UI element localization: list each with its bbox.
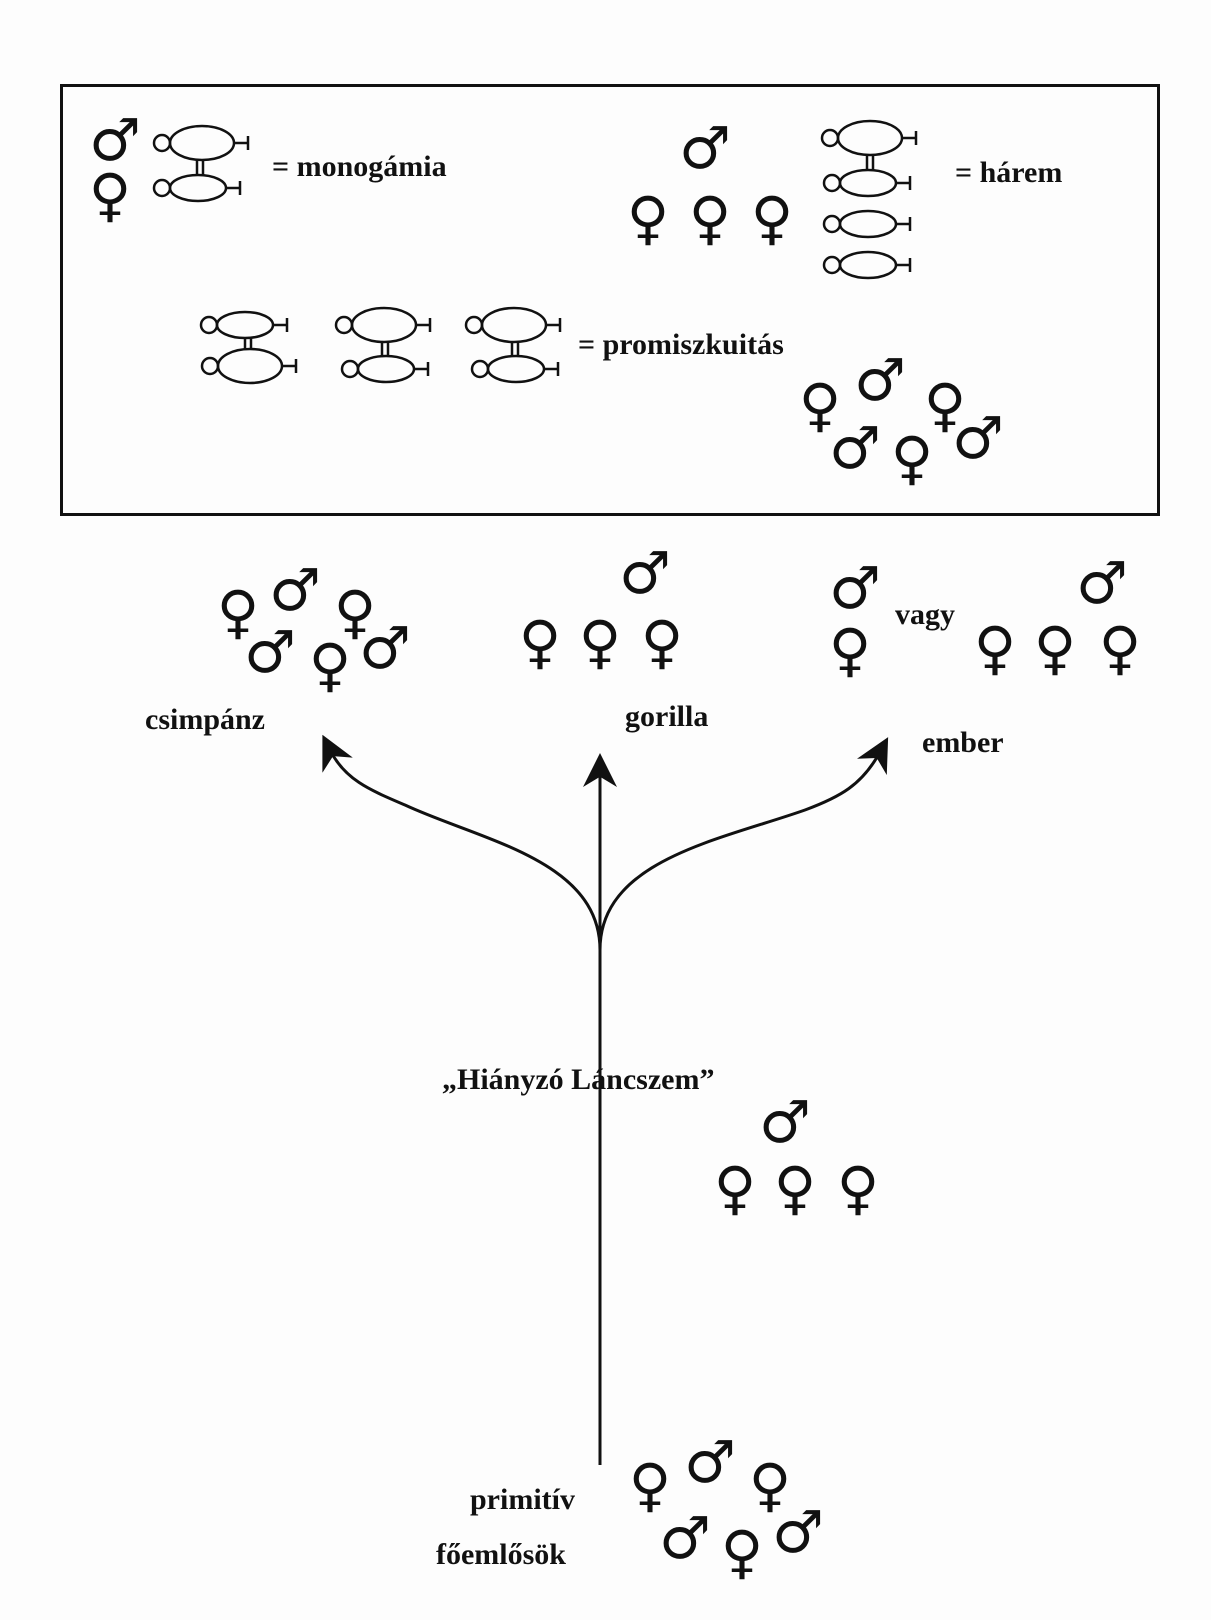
male-symbol-icon: ♂ [244,618,296,686]
female-symbol-icon: ♀ [309,631,351,699]
sperm-glyph-icon [152,124,250,162]
pair-link-icon [195,160,205,175]
female-symbol-icon: ♀ [774,1154,816,1222]
female-symbol-icon: ♀ [799,371,841,439]
sperm-glyph-icon [200,347,298,385]
sperm-glyph-icon [152,173,242,203]
pair-link-icon [510,342,520,356]
sperm-glyph-icon [334,306,432,344]
legend-monogamy-label: = monogámia [272,150,447,183]
female-symbol-icon: ♀ [714,1154,756,1222]
female-symbol-icon: ♀ [837,1154,879,1222]
label-primitive-line2: főemlősök [436,1538,566,1571]
sex-symbols-group: ♂♀♂♀♀♀♀♂♀♂♀♂♀♂♀♂♀♂♂♀♀♀♂♀♂♀♀♀♂♀♀♀♀♂♀♂♀♂ [89,106,1141,1586]
male-symbol-icon: ♂ [854,346,906,414]
female-symbol-icon: ♀ [689,184,731,252]
male-symbol-icon: ♂ [619,539,671,607]
pair-link-icon [243,338,253,349]
sperm-glyph-icon [199,310,289,340]
female-symbol-icon: ♀ [627,184,669,252]
sperm-glyph-icon [822,250,912,280]
sperm-glyph-icon [820,119,918,157]
female-symbol-icon: ♀ [579,608,621,676]
female-symbol-icon: ♀ [974,614,1016,682]
male-symbol-icon: ♂ [659,1504,711,1572]
male-symbol-icon: ♂ [269,556,321,624]
branch-chimpanzee [322,734,602,951]
female-symbol-icon: ♀ [1099,614,1141,682]
sperm-glyph-icon [822,209,912,239]
female-symbol-icon: ♀ [334,578,376,646]
sperm-glyph-icon [464,306,562,344]
female-symbol-icon: ♀ [829,616,871,684]
male-symbol-icon: ♂ [359,614,411,682]
female-symbol-icon: ♀ [751,184,793,252]
female-symbol-icon: ♀ [891,424,933,492]
male-symbol-icon: ♂ [679,114,731,182]
pair-link-icon [865,155,875,170]
male-symbol-icon: ♂ [772,1498,824,1566]
female-symbol-icon: ♀ [1034,614,1076,682]
male-symbol-icon: ♂ [829,414,881,482]
male-symbol-icon: ♂ [829,554,881,622]
legend-harem-label: = hárem [955,156,1063,189]
sperm-glyphs-group [152,119,918,385]
male-symbol-icon: ♂ [89,106,141,174]
label-chimpanzee: csimpánz [145,703,265,736]
label-primitive-line1: primitív [470,1483,575,1516]
branch-human [598,737,889,951]
female-symbol-icon: ♀ [749,1451,791,1519]
female-symbol-icon: ♀ [721,1518,763,1586]
pair-link-icon [380,342,390,356]
label-missing-link: „Hiányzó Láncszem” [442,1063,715,1096]
sperm-glyph-icon [470,354,560,384]
label-human: ember [922,726,1004,759]
female-symbol-icon: ♀ [924,371,966,439]
male-symbol-icon: ♂ [759,1088,811,1156]
legend-promiscuity-label: = promiszkuitás [578,328,784,361]
male-symbol-icon: ♂ [952,404,1004,472]
female-symbol-icon: ♀ [89,161,131,229]
legend-box [60,84,1160,516]
label-gorilla: gorilla [625,700,709,733]
female-symbol-icon: ♀ [519,608,561,676]
sperm-glyph-icon [822,168,912,198]
female-symbol-icon: ♀ [217,578,259,646]
sperm-glyph-icon [340,354,430,384]
female-symbol-icon: ♀ [629,1451,671,1519]
female-symbol-icon: ♀ [641,608,683,676]
male-symbol-icon: ♂ [684,1428,736,1496]
label-human-or: vagy [895,598,955,631]
male-symbol-icon: ♂ [1076,549,1128,617]
